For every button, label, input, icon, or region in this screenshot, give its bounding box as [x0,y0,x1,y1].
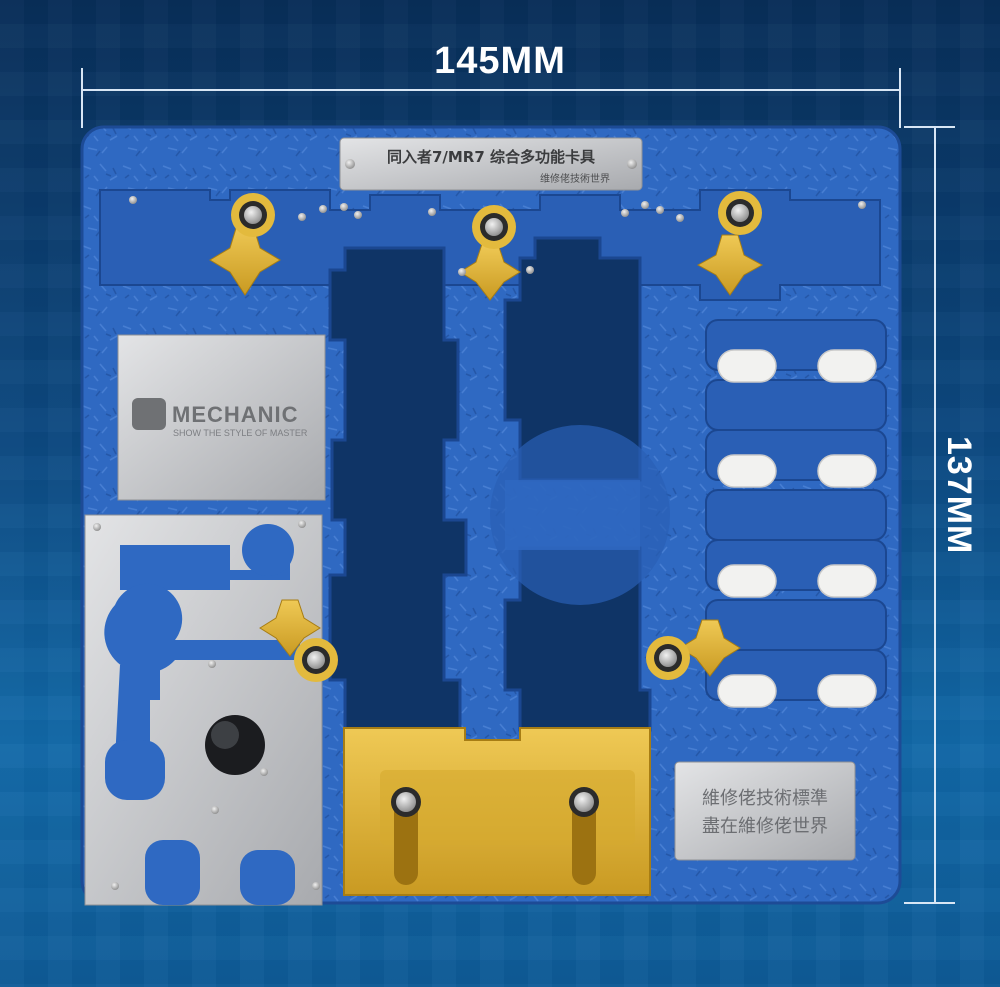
width-dimension-label: 145MM [434,40,566,82]
engraved-line-2: 盡在維修佬世界 [702,816,828,837]
pegboard [705,319,887,708]
engraved-line-1: 維修佬技術標準 [702,788,828,809]
brass-clamp [343,727,651,896]
engraved-plate [674,761,856,861]
height-dimension-label: 137MM [940,435,978,555]
logo-plate [117,334,326,501]
nameplate-subtitle: 维修佬技術世界 [540,172,610,185]
left-steel-plate [84,514,323,906]
mechanic-logo-icon [132,398,166,430]
nameplate-title: 同入者7/MR7 综合多功能卡具 [387,148,595,166]
logo-brand: MECHANIC [172,402,299,427]
steel-balls [129,196,866,276]
cam-locks [209,191,764,682]
dimension-lines [81,68,955,904]
logo-tagline: SHOW THE STYLE OF MASTER [173,428,308,438]
nameplate [339,137,643,191]
